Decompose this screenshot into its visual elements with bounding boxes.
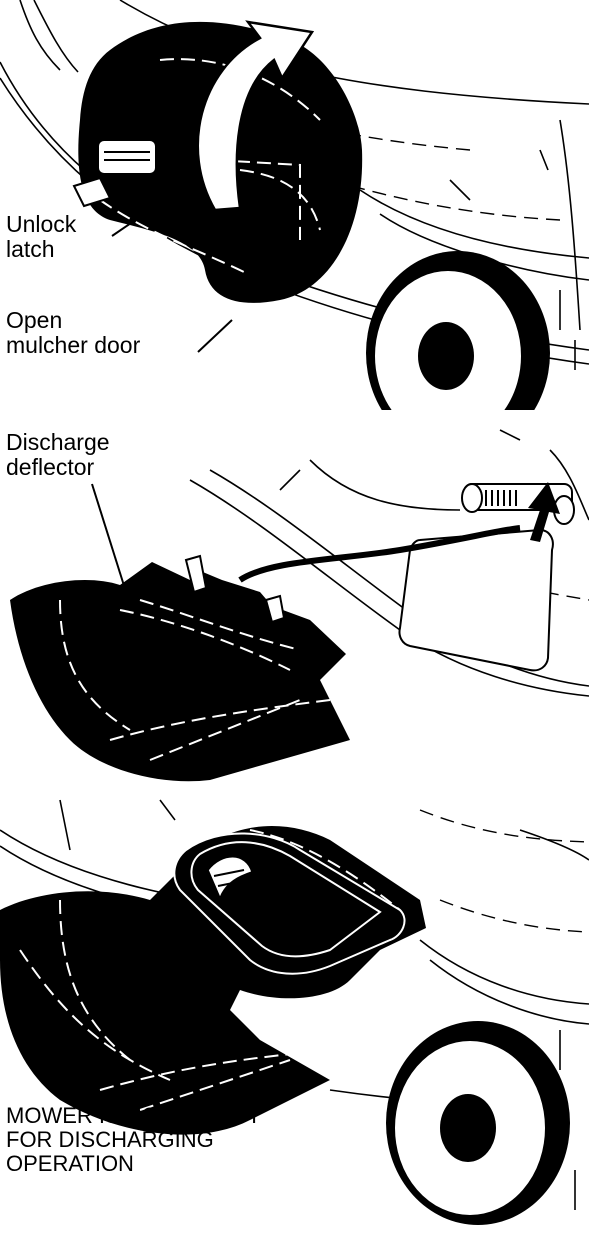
- front-wheel: [386, 1021, 570, 1225]
- open-door-label: Open mulcher door: [6, 308, 140, 358]
- deflector-label-line-2: deflector: [6, 455, 110, 480]
- discharge-deflector-label: Discharge deflector: [6, 430, 110, 480]
- open-door-label-line-2: mulcher door: [6, 333, 140, 358]
- discharge-opening: [399, 530, 552, 670]
- step-open-mulcher-door: Unlock latch Open mulcher door: [0, 0, 589, 410]
- unlock-latch-label-line-2: latch: [6, 237, 76, 262]
- ready-message-line-1: MOWER IS NOW READY: [6, 1104, 261, 1128]
- ready-message-line-3: OPERATION: [6, 1152, 261, 1176]
- deck-dashed-lines: [420, 810, 589, 932]
- step-ready-for-discharge: MOWER IS NOW READY FOR DISCHARGING OPERA…: [0, 790, 589, 1234]
- ready-message-line-2: FOR DISCHARGING: [6, 1128, 261, 1152]
- step-install-deflector: Discharge deflector: [0, 410, 589, 790]
- rear-wheel: [366, 251, 550, 410]
- unlock-latch-label: Unlock latch: [6, 212, 76, 262]
- hinge-rod: [462, 484, 574, 524]
- deflector-leader-line: [92, 484, 126, 592]
- deflector-label-line-1: Discharge: [6, 430, 110, 455]
- open-door-label-line-1: Open: [6, 308, 140, 333]
- ready-message: MOWER IS NOW READY FOR DISCHARGING OPERA…: [6, 1104, 261, 1176]
- unlock-latch-label-line-1: Unlock: [6, 212, 76, 237]
